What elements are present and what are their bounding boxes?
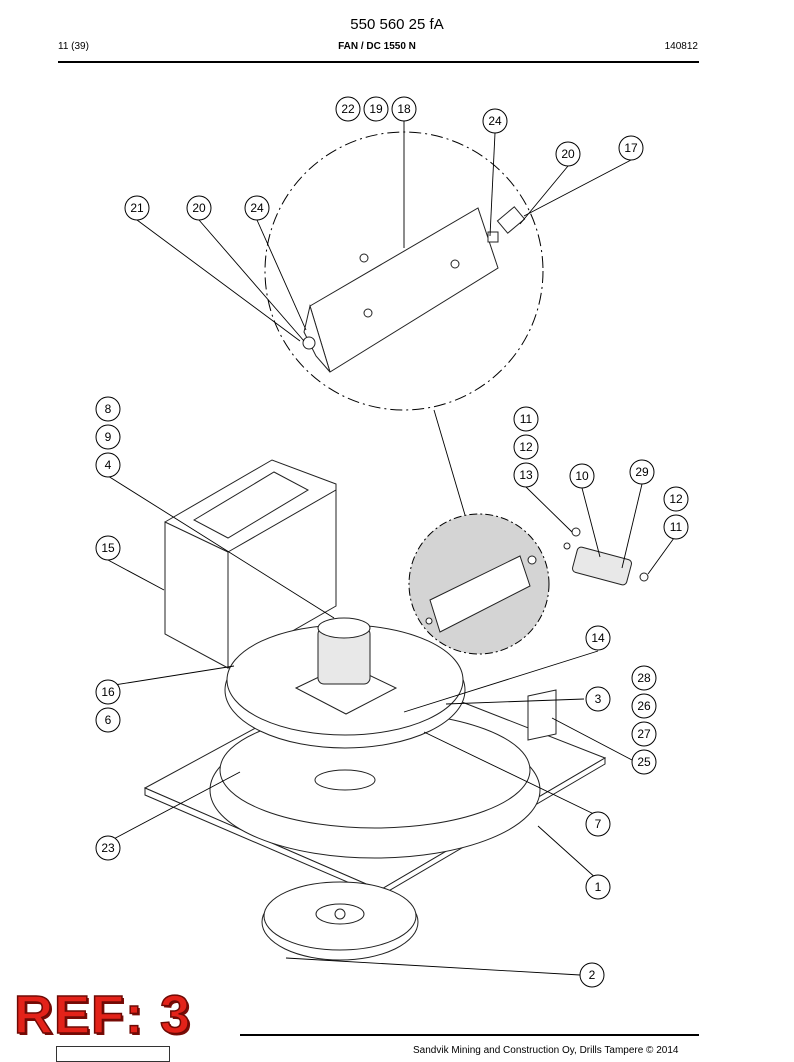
callout-22: 22 <box>335 96 361 122</box>
callout-29: 29 <box>629 459 655 485</box>
shaft-end-left <box>302 336 316 350</box>
svg-text:18: 18 <box>397 102 411 116</box>
actuator-cylinder <box>571 546 633 586</box>
svg-text:25: 25 <box>637 755 651 769</box>
svg-text:11: 11 <box>670 520 683 534</box>
callout-15: 15 <box>95 535 121 561</box>
callout-12: 12 <box>513 434 539 460</box>
svg-text:27: 27 <box>637 727 651 741</box>
svg-text:7: 7 <box>595 817 602 831</box>
svg-text:9: 9 <box>105 430 112 444</box>
page-title: FAN / DC 1550 N <box>338 41 416 52</box>
shaft-bushing-right <box>496 206 526 234</box>
svg-text:21: 21 <box>130 201 144 215</box>
callout-8: 8 <box>95 396 121 422</box>
document-number: 550 560 25 fA <box>350 16 444 33</box>
damper-blade-edge <box>303 304 331 373</box>
callout-3: 3 <box>585 686 611 712</box>
callout-14: 14 <box>585 625 611 651</box>
header-rule <box>58 61 699 63</box>
callout-2: 2 <box>579 962 605 988</box>
company-logo <box>56 1046 170 1062</box>
callout-26: 26 <box>631 693 657 719</box>
callout-19: 19 <box>363 96 389 122</box>
svg-text:13: 13 <box>519 468 533 482</box>
callout-16: 16 <box>95 679 121 705</box>
svg-text:15: 15 <box>101 541 115 555</box>
date-code: 140812 <box>664 41 698 52</box>
callout-6: 6 <box>95 707 121 733</box>
callout-10: 10 <box>569 463 595 489</box>
callout-7: 7 <box>585 811 611 837</box>
callout-27: 27 <box>631 721 657 747</box>
svg-text:20: 20 <box>561 147 575 161</box>
footer-copyright: Sandvik Mining and Construction Oy, Dril… <box>413 1045 679 1056</box>
callout-17: 17 <box>618 135 644 161</box>
svg-text:23: 23 <box>101 841 115 855</box>
svg-text:2: 2 <box>589 968 596 982</box>
bracket <box>527 689 557 741</box>
zoom-damper-blade <box>429 555 531 633</box>
svg-text:12: 12 <box>519 440 533 454</box>
callout-21: 21 <box>124 195 150 221</box>
svg-text:24: 24 <box>250 201 264 215</box>
callout-12-right: 12 <box>663 486 689 512</box>
callout-11-right: 11 <box>663 514 689 540</box>
svg-text:17: 17 <box>624 141 638 155</box>
svg-text:3: 3 <box>595 692 602 706</box>
callout-24-left: 24 <box>244 195 270 221</box>
svg-text:8: 8 <box>105 402 112 416</box>
callout-9: 9 <box>95 424 121 450</box>
callout-11: 11 <box>513 406 539 432</box>
svg-text:22: 22 <box>341 102 355 116</box>
callout-18: 18 <box>391 96 417 122</box>
ref-stamp: REF: 3 <box>13 984 192 1046</box>
svg-text:16: 16 <box>101 685 115 699</box>
svg-text:14: 14 <box>591 631 605 645</box>
svg-text:29: 29 <box>635 465 649 479</box>
footer-rule <box>240 1034 699 1036</box>
svg-text:12: 12 <box>669 492 683 506</box>
callout-24: 24 <box>482 108 508 134</box>
page-number: 11 (39) <box>58 41 89 52</box>
svg-text:26: 26 <box>637 699 651 713</box>
housing-box-front <box>227 489 337 669</box>
svg-text:11: 11 <box>520 412 533 426</box>
svg-text:6: 6 <box>105 713 112 727</box>
svg-text:20: 20 <box>192 201 206 215</box>
callout-20-left: 20 <box>186 195 212 221</box>
svg-text:4: 4 <box>105 458 112 472</box>
callout-20: 20 <box>555 141 581 167</box>
svg-text:1: 1 <box>595 880 602 894</box>
svg-text:10: 10 <box>575 469 589 483</box>
svg-text:19: 19 <box>369 102 383 116</box>
callout-13: 13 <box>513 462 539 488</box>
callout-25: 25 <box>631 749 657 775</box>
callout-4: 4 <box>95 452 121 478</box>
svg-text:24: 24 <box>488 114 502 128</box>
callout-1: 1 <box>585 874 611 900</box>
callout-23: 23 <box>95 835 121 861</box>
svg-text:28: 28 <box>637 671 651 685</box>
callout-28: 28 <box>631 665 657 691</box>
